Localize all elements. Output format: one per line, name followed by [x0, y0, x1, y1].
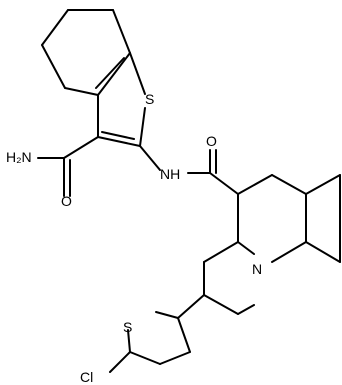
thiophene-ring-bottom [109, 294, 205, 373]
amide-linker [139, 145, 239, 195]
cyclohexane-ring [41, 9, 131, 96]
atom-nh: NH [160, 166, 180, 182]
atom-sulfur-bottom: S [123, 319, 132, 335]
quinoline-benzo-ring [305, 174, 341, 263]
atom-oxygen-right: O [206, 133, 217, 149]
atom-oxygen-left: O [61, 193, 72, 209]
carboxamide-left [37, 136, 99, 197]
atom-chlorine: Cl [80, 369, 93, 385]
atom-nh2: H₂N [6, 149, 32, 165]
quinoline-pyridine-ring [203, 174, 307, 315]
thiophene-ring-top [95, 52, 146, 147]
atom-sulfur-top: S [145, 91, 154, 107]
atom-nitrogen-quinoline: N [252, 261, 262, 277]
